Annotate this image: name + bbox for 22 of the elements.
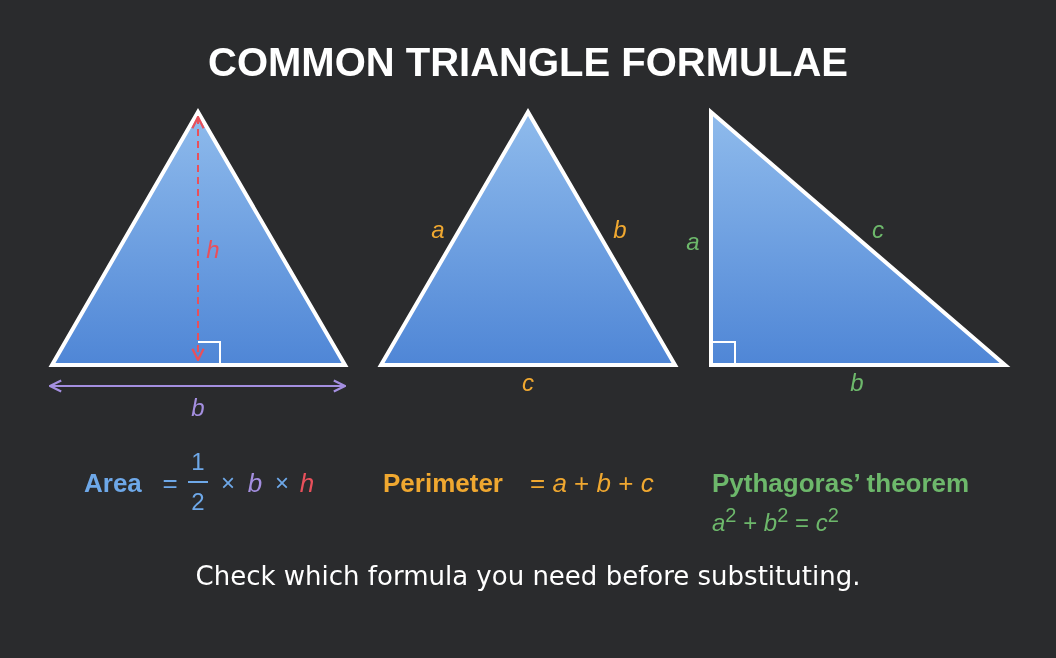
formula-name: Area [84,470,142,496]
height-label: h [206,238,220,262]
times-sign: × [275,471,289,495]
side-label: b [850,371,864,395]
fraction-numerator: 1 [191,450,205,474]
side-label: c [522,371,534,395]
formula-name: Perimeter [383,470,503,496]
side-label: a [431,218,445,242]
formula-expression: a$^{2}$ + b$^{2}$ = c$^{2}$ [712,505,839,535]
caption: Check which formula you need before substituting. [195,563,861,589]
fraction-denominator: 2 [191,490,205,514]
formula-variable: h [299,470,315,496]
formula-name: Pythagoras’ theorem [712,470,970,496]
base-label: b [191,396,205,420]
formula-expression: = a + b + c [530,470,654,496]
times-sign: × [221,471,235,495]
equals-sign: = [162,470,178,496]
formula-variable: b [247,470,263,496]
side-label: a [686,230,700,254]
side-label: c [872,218,884,242]
title: COMMON TRIANGLE FORMULAE [208,42,848,82]
side-label: b [613,218,627,242]
